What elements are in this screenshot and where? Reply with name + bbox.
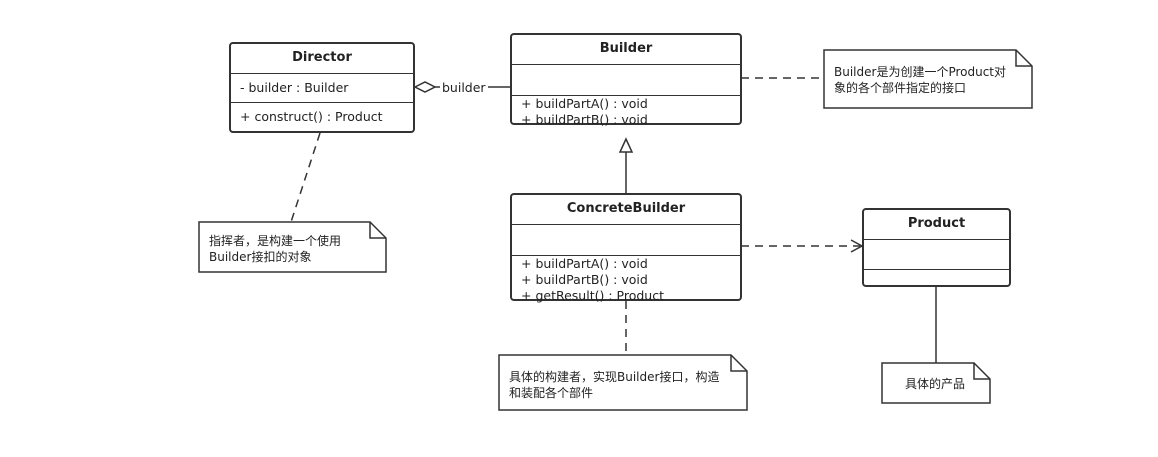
builder-operations: + buildPartA() : void + buildPartB() : v…	[512, 96, 740, 128]
director-operations: + construct() : Product	[231, 103, 413, 125]
product-class: Product	[862, 208, 1011, 287]
concrete-note: 具体的构建者，实现Builder接口，构造 和装配各个部件	[509, 369, 719, 401]
concrete-builder-operation: + buildPartA() : void	[521, 256, 648, 271]
concrete-note-line: 具体的构建者，实现Builder接口，构造	[509, 370, 720, 384]
builder-note-line: 象的各个部件指定的接口	[834, 81, 967, 95]
director-class: Director - builder : Builder + construct…	[229, 42, 415, 133]
concrete-builder-attributes	[512, 225, 740, 256]
builder-operation: + buildPartB() : void	[521, 112, 648, 127]
concrete-builder-operation: + getResult() : Product	[521, 288, 664, 303]
concrete-builder-class-name: ConcreteBuilder	[512, 195, 740, 225]
director-attribute: - builder : Builder	[240, 80, 349, 95]
director-note-line: 指挥者，是构建一个使用	[209, 234, 342, 248]
product-note: 具体的产品	[905, 376, 965, 392]
builder-attributes	[512, 65, 740, 96]
builder-note-shape	[823, 49, 1033, 109]
product-attributes	[864, 240, 1009, 270]
product-note-shape	[881, 362, 991, 404]
association-label: builder	[440, 80, 488, 95]
director-class-name: Director	[231, 44, 413, 74]
product-note-line: 具体的产品	[905, 377, 966, 391]
director-note: 指挥者，是构建一个使用 Builder接扣的对象	[209, 233, 341, 265]
director-attributes: - builder : Builder	[231, 74, 413, 103]
director-note-shape	[198, 221, 387, 273]
director-operation: + construct() : Product	[240, 109, 383, 124]
builder-note-line: Builder是为创建一个Product对	[834, 65, 1007, 79]
aggregation-diamond	[413, 81, 437, 93]
director-note-anchor	[290, 132, 321, 223]
concrete-note-line: 和装配各个部件	[509, 386, 594, 400]
generalization-arrowhead	[618, 137, 634, 153]
product-class-name: Product	[864, 210, 1009, 240]
builder-class-name: Builder	[512, 35, 740, 65]
builder-note: Builder是为创建一个Product对 象的各个部件指定的接口	[834, 64, 1006, 96]
concrete-builder-operation: + buildPartB() : void	[521, 272, 648, 287]
concrete-builder-class: ConcreteBuilder + buildPartA() : void + …	[510, 193, 742, 304]
concrete-builder-operations: + buildPartA() : void + buildPartB() : v…	[512, 256, 740, 304]
builder-class: Builder + buildPartA() : void + buildPar…	[510, 33, 742, 128]
builder-operation: + buildPartA() : void	[521, 96, 648, 111]
director-note-line: Builder接扣的对象	[209, 250, 312, 264]
concrete-note-shape	[498, 354, 748, 411]
